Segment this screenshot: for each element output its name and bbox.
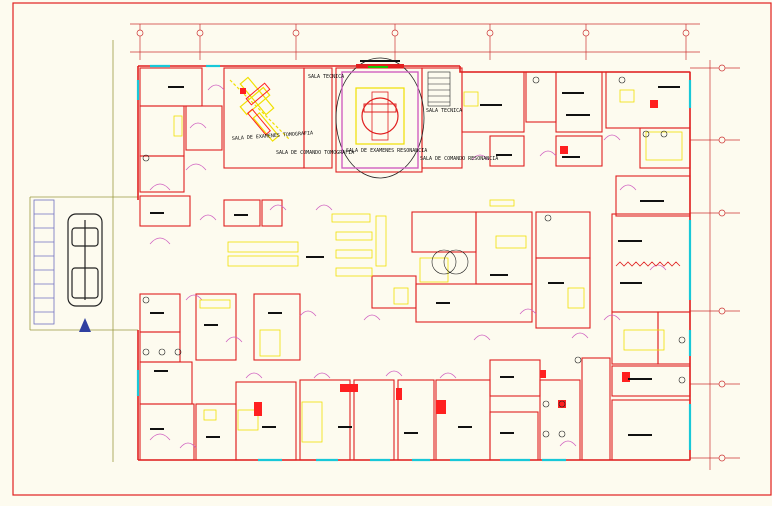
interior-walls (139, 67, 691, 461)
fixture-marks (142, 76, 686, 438)
label-sala-examenes-tomografia: SALA DE EXAMENES TOMOGRAFIA (232, 130, 314, 142)
label-sala-tecnica-2: SALA TECNICA (426, 108, 462, 114)
label-sala-examenes-resonancia: SALA DE EXAMENES RESONANCIA (346, 148, 427, 154)
car-icon (67, 213, 103, 307)
label-sala-comando-resonancia: SALA DE COMANDO RESONANCIA (420, 156, 498, 162)
room-label-bars (150, 60, 680, 438)
entry-ramp (33, 199, 55, 325)
north-arrow-icon (79, 318, 91, 332)
door-swings (149, 84, 667, 449)
grid-axes (130, 23, 740, 470)
outer-walls (137, 65, 691, 461)
zigzag-partition (615, 261, 681, 267)
tomography-equipment (229, 76, 291, 142)
tomography-table (245, 82, 272, 136)
label-sala-tecnica: SALA TECNICA (308, 74, 344, 80)
equipment-blocks (240, 88, 658, 416)
label-sala-comando-tomografia: SALA DE COMANDO TOMOGRAFIA (276, 150, 354, 156)
room-text-labels: SALA DE EXAMENES TOMOGRAFIA SALA DE COMA… (232, 74, 499, 162)
stair (427, 71, 451, 107)
furniture (173, 89, 683, 443)
windows (136, 64, 692, 462)
site-lines (29, 40, 138, 462)
sheet-frame (12, 2, 772, 496)
resonance-room (335, 57, 425, 179)
